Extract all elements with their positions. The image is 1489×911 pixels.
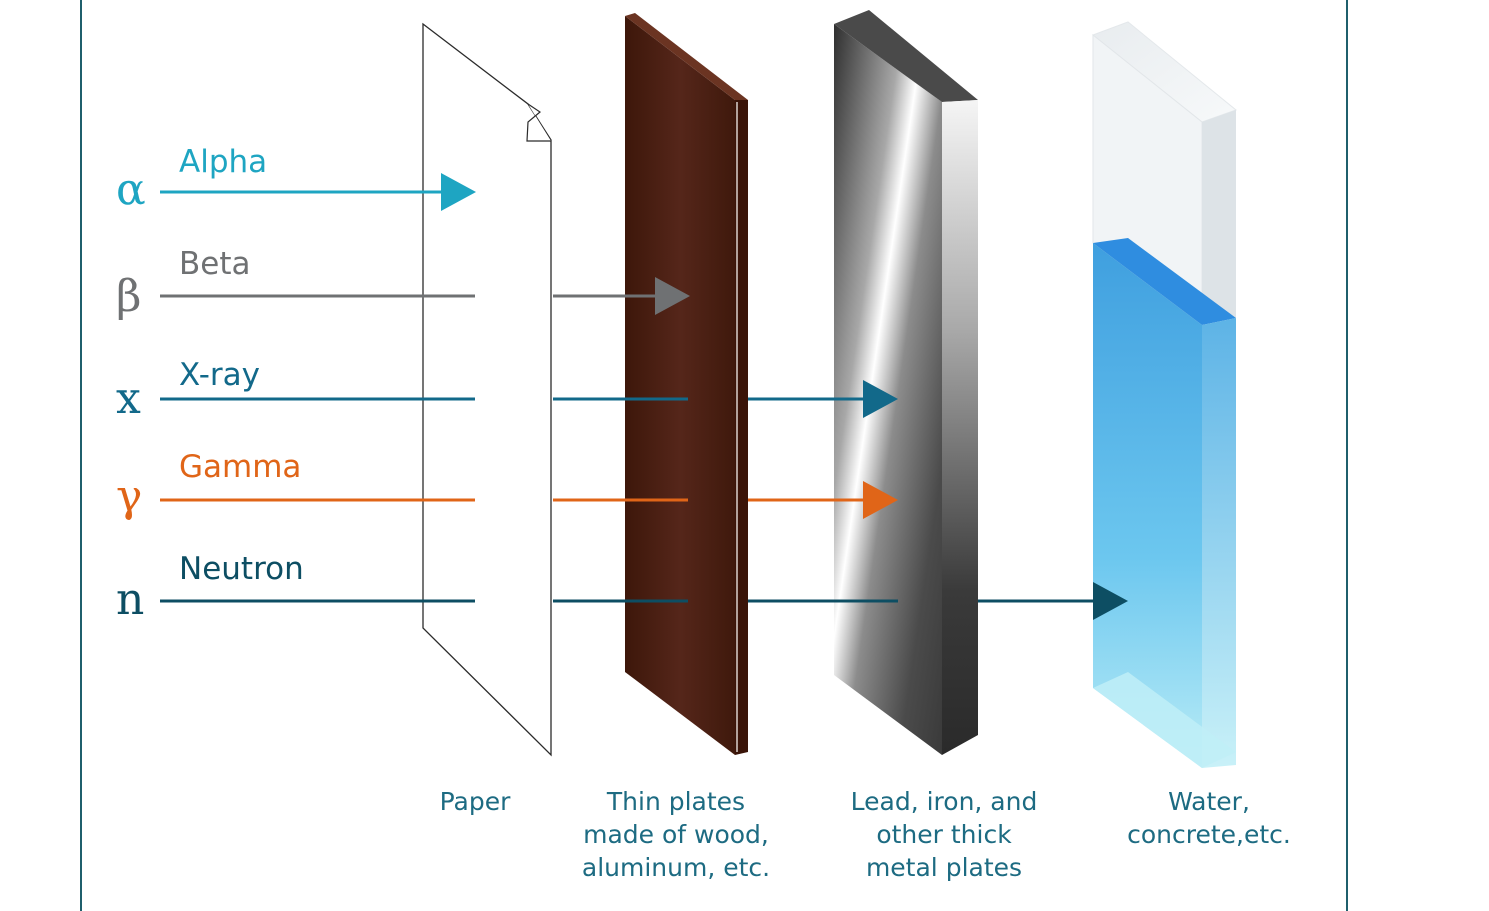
caption-line: Water, [1168, 787, 1250, 816]
caption-line: made of wood, [583, 820, 769, 849]
radiation-symbol: n [116, 574, 145, 625]
caption-line: aluminum, etc. [581, 853, 771, 882]
metal-plate [834, 10, 978, 755]
water-container [1091, 21, 1238, 768]
caption-line: other thick [876, 820, 1012, 849]
arrowhead-icon [1093, 582, 1128, 620]
radiation-label: Gamma [179, 449, 302, 485]
ray-neutron [160, 582, 1128, 620]
arrowhead-icon [441, 173, 476, 211]
ray-x-ray [160, 380, 898, 418]
ray-gamma [160, 481, 898, 519]
radiation-symbol: x [116, 373, 141, 424]
caption-line: concrete,etc. [1127, 820, 1291, 849]
caption-line: Thin plates [606, 787, 746, 816]
ray-alpha [160, 173, 476, 211]
arrowhead-icon [863, 380, 898, 418]
radiation-symbol: γ [116, 471, 143, 522]
radiation-label: X-ray [179, 357, 260, 393]
wood-plate [625, 13, 748, 755]
radiation-label: Beta [179, 246, 251, 282]
barrier-caption-metal: Lead, iron, and other thick metal plates [814, 785, 1074, 884]
radiation-symbol: β [116, 271, 142, 322]
left-border-line [80, 0, 82, 911]
barrier-caption-water: Water, concrete,etc. [1079, 785, 1339, 851]
right-border-line [1346, 0, 1348, 911]
arrowhead-icon [655, 277, 690, 315]
caption-line: Paper [439, 787, 511, 816]
paper-sheet [422, 22, 552, 757]
barrier-caption-wood: Thin plates made of wood, aluminum, etc. [546, 785, 806, 884]
caption-line: metal plates [865, 853, 1023, 882]
radiation-label: Alpha [179, 144, 268, 180]
radiation-label: Neutron [179, 551, 304, 587]
barrier-caption-paper: Paper [345, 785, 605, 818]
radiation-symbol: α [116, 164, 146, 215]
caption-line: Lead, iron, and [850, 787, 1038, 816]
arrowhead-icon [863, 481, 898, 519]
ray-beta [160, 277, 690, 315]
